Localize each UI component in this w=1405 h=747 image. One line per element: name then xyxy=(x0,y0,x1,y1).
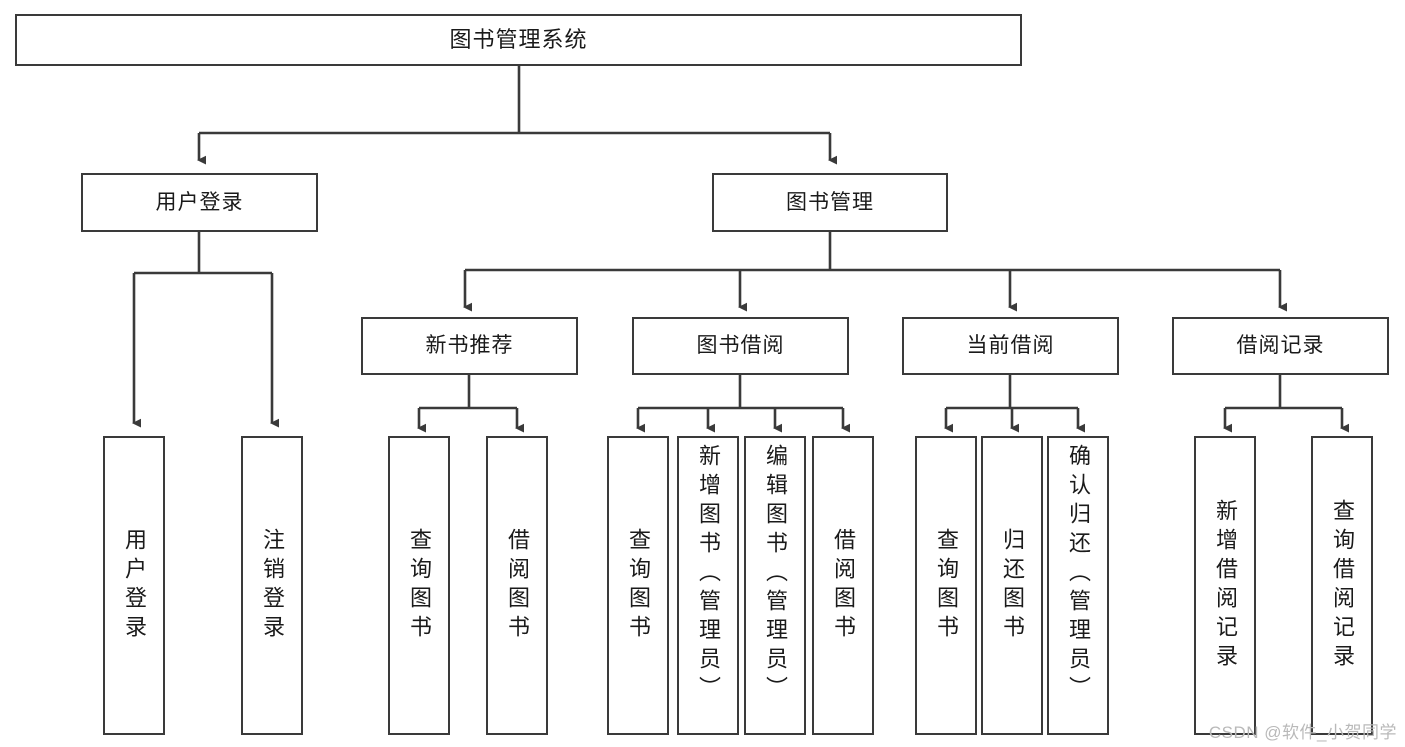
leaf-query-book-current[interactable]: 查询图书 xyxy=(915,436,977,735)
leaf-borrow-book[interactable]: 借阅图书 xyxy=(812,436,874,735)
leaf-confirm-return-admin[interactable]: 确认归还（管理员） xyxy=(1047,436,1109,735)
node-new-book-recommend[interactable]: 新书推荐 xyxy=(361,317,578,375)
node-label: 当前借阅 xyxy=(966,334,1055,358)
node-label: 查询借阅记录 xyxy=(1330,498,1355,673)
node-current-borrow[interactable]: 当前借阅 xyxy=(902,317,1119,375)
leaf-edit-book-admin[interactable]: 编辑图书（管理员） xyxy=(744,436,806,735)
node-label: 新增图书（管理员） xyxy=(696,444,721,705)
leaf-borrow-book-recommend[interactable]: 借阅图书 xyxy=(486,436,548,735)
leaf-add-borrow-record[interactable]: 新增借阅记录 xyxy=(1194,436,1256,735)
node-label: 图书借阅 xyxy=(696,334,785,358)
leaf-query-book-recommend[interactable]: 查询图书 xyxy=(388,436,450,735)
node-label: 归还图书 xyxy=(1000,527,1025,644)
leaf-query-book-borrow[interactable]: 查询图书 xyxy=(607,436,669,735)
node-label: 查询图书 xyxy=(934,527,959,644)
node-book-manage[interactable]: 图书管理 xyxy=(712,173,948,232)
node-root-system[interactable]: 图书管理系统 xyxy=(15,14,1022,66)
leaf-add-book-admin[interactable]: 新增图书（管理员） xyxy=(677,436,739,735)
node-label: 借阅记录 xyxy=(1236,334,1325,358)
node-book-borrow[interactable]: 图书借阅 xyxy=(632,317,849,375)
node-label: 用户登录 xyxy=(155,190,244,214)
leaf-query-borrow-record[interactable]: 查询借阅记录 xyxy=(1311,436,1373,735)
leaf-user-login[interactable]: 用户登录 xyxy=(103,436,165,735)
csdn-watermark: CSDN @软件_小贺同学 xyxy=(1208,723,1397,742)
node-label: 用户登录 xyxy=(122,527,147,644)
node-user-login[interactable]: 用户登录 xyxy=(81,173,318,232)
node-label: 借阅图书 xyxy=(831,527,856,644)
node-label: 图书管理系统 xyxy=(449,26,588,52)
node-label: 确认归还（管理员） xyxy=(1066,444,1091,705)
node-label: 查询图书 xyxy=(626,527,651,644)
node-label: 新书推荐 xyxy=(425,334,514,358)
node-label: 新增借阅记录 xyxy=(1213,498,1238,673)
node-label: 借阅图书 xyxy=(505,527,530,644)
node-label: 编辑图书（管理员） xyxy=(763,444,788,705)
node-label: 注销登录 xyxy=(260,527,285,644)
leaf-user-logout[interactable]: 注销登录 xyxy=(241,436,303,735)
leaf-return-book[interactable]: 归还图书 xyxy=(981,436,1043,735)
node-label: 图书管理 xyxy=(786,190,874,214)
node-label: 查询图书 xyxy=(407,527,432,644)
node-borrow-record[interactable]: 借阅记录 xyxy=(1172,317,1389,375)
